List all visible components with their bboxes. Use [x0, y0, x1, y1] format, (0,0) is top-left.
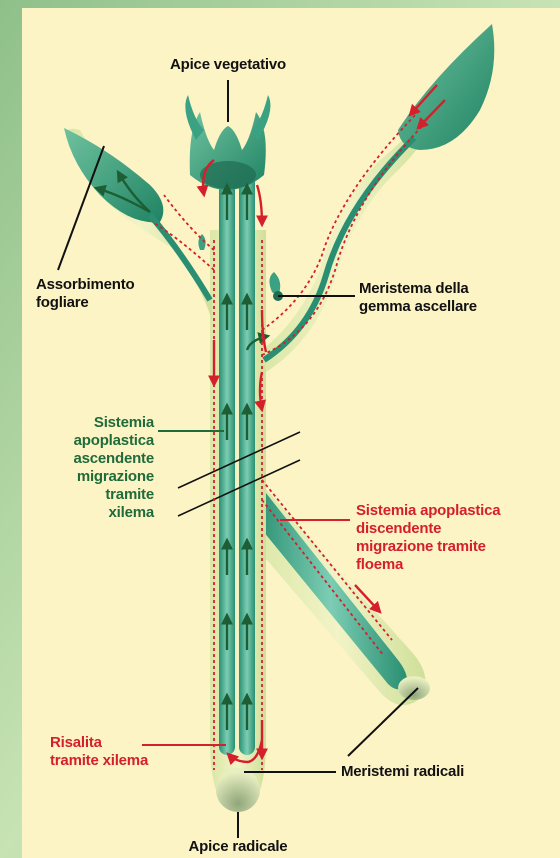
label-shoot-apex: Apice vegetativo: [148, 56, 308, 74]
label-root-meristems: Meristemi radicali: [341, 763, 464, 781]
label-leaf-absorption: Assorbimento fogliare: [36, 276, 134, 312]
label-phloem-system: Sistemia apoplastica discendente migrazi…: [356, 502, 500, 574]
label-root-apex: Apice radicale: [158, 838, 318, 856]
root-tip: [216, 768, 260, 812]
main-stem: [210, 170, 266, 812]
label-axillary-bud-meristem: Meristema della gemma ascellare: [359, 280, 477, 316]
label-xylem-system: Sistemia apoplastica ascendente migrazio…: [30, 414, 154, 522]
label-xylem-rise: Risalita tramite xilema: [50, 734, 148, 770]
